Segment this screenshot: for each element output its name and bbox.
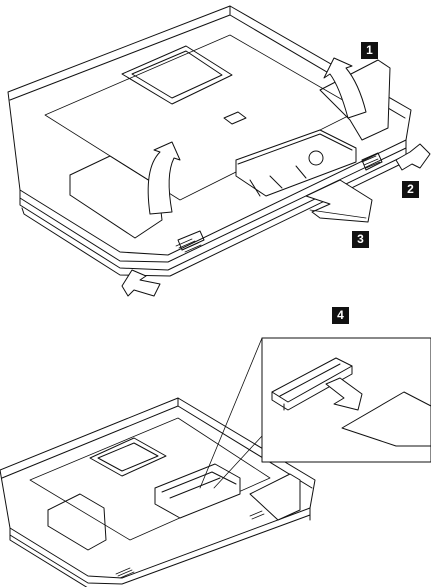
laptop-top-view [8, 6, 411, 276]
push-arrow-right [396, 144, 430, 170]
callout-3: 3 [352, 231, 369, 248]
callout-4: 4 [332, 307, 349, 324]
callout-1: 1 [361, 42, 378, 59]
push-arrow-front [306, 180, 372, 222]
callout-2: 2 [402, 181, 419, 198]
push-arrow-bottom-left [122, 270, 160, 296]
zoom-detail-box [262, 338, 431, 462]
